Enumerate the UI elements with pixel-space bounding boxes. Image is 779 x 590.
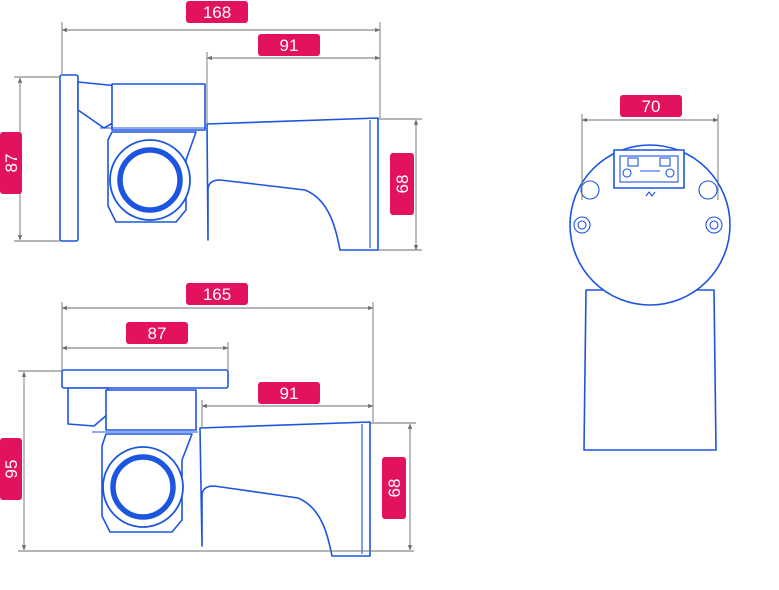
front-body — [583, 289, 717, 451]
dim-badge-top-housing — [258, 34, 320, 56]
bottom-side-view — [61, 369, 371, 557]
ceiling-camera-housing — [199, 421, 371, 557]
dim-label-bottom-bracket: 87 — [148, 324, 167, 343]
dim-label-bottom-housing-height: 68 — [385, 479, 404, 498]
dim-label-bottom-height: 95 — [2, 460, 21, 479]
ceiling-plate — [61, 369, 229, 389]
dim-label-bottom-overall: 165 — [203, 285, 231, 304]
dim-badge-top-housing-height — [390, 153, 414, 215]
dim-badge-bottom-housing-height — [382, 457, 406, 519]
front-dimensions: 70 — [581, 95, 719, 200]
front-view — [569, 144, 731, 451]
top-dimensions: 168 91 87 68 — [0, 1, 422, 251]
screw-hole-top-left — [580, 180, 600, 200]
screw-hole-top-right — [698, 180, 718, 200]
screw-hole-left — [573, 216, 591, 234]
ceiling-arm — [67, 387, 109, 427]
top-side-view — [59, 74, 379, 251]
dim-badge-bottom-height — [0, 438, 22, 500]
wall-plate — [59, 74, 79, 242]
ceiling-joint-ring — [110, 454, 176, 520]
mount-base — [111, 83, 206, 131]
dim-label-top-mount-height: 87 — [2, 154, 21, 173]
ceiling-mount-base — [105, 389, 197, 431]
brand-mark-icon — [645, 191, 656, 197]
mount-disc — [569, 144, 731, 306]
dim-badge-bottom-housing — [258, 382, 320, 404]
dim-badge-top-mount-height — [0, 132, 22, 194]
dim-label-front-diameter: 70 — [642, 97, 661, 116]
dim-label-top-housing-height: 68 — [393, 175, 412, 194]
dim-label-top-overall: 168 — [203, 3, 231, 22]
joint-ring — [117, 147, 183, 213]
dim-label-bottom-housing: 91 — [280, 384, 299, 403]
camera-housing — [206, 117, 379, 251]
dim-badge-front-diameter — [620, 95, 682, 117]
dim-badge-bottom-overall — [186, 283, 248, 305]
dim-badge-bottom-bracket — [126, 322, 188, 344]
dim-label-top-housing: 91 — [280, 36, 299, 55]
screw-hole-right — [705, 216, 723, 234]
bottom-dimensions: 165 87 91 95 68 — [0, 283, 416, 552]
dim-badge-top-overall — [186, 1, 248, 23]
